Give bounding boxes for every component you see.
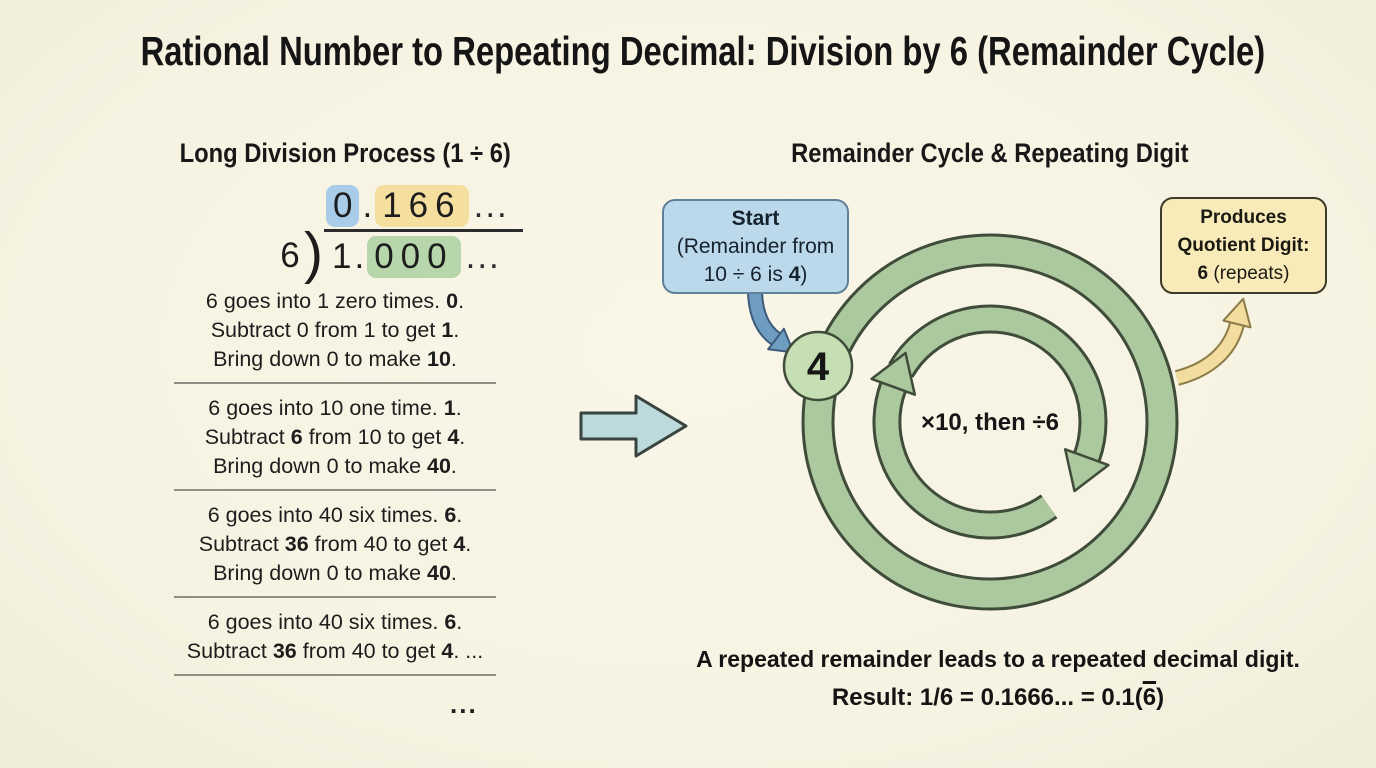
cycle-arrow-top: [890, 307, 1105, 462]
start-arrowhead-icon: [767, 327, 795, 354]
quotient-ellipsis: ...: [473, 186, 509, 225]
dividend-row: 6 ) 1 . 000 ...: [277, 221, 523, 285]
step-line: Subtract 36 from 40 to get 4.: [198, 532, 472, 556]
page-title-text: Rational Number to Repeating Decimal: Di…: [140, 28, 1266, 74]
steps-footer-ellipsis: ...: [450, 689, 478, 719]
dividend-zero-digits: 000: [367, 236, 461, 278]
page-title: Rational Number to Repeating Decimal: Di…: [0, 28, 1376, 75]
start-box-line: 10 ÷ 6 is 4): [703, 262, 808, 286]
step-divider: [174, 489, 496, 491]
step-block: 6 goes into 40 six times. 6. Subtract 36…: [162, 501, 508, 588]
cycle-arrow-bottom: [875, 382, 1056, 537]
dividend-decimal-point: .: [354, 237, 365, 276]
flow-arrow-icon: [579, 394, 688, 458]
produces-box-line: Quotient Digit:: [1177, 234, 1310, 256]
quotient-repeating-digits: 166: [375, 185, 469, 227]
step-line: 6 goes into 10 one time. 1.: [208, 396, 462, 420]
step-line: Subtract 6 from 10 to get 4.: [204, 425, 466, 449]
cycle-arrowhead-right-icon: [1063, 448, 1110, 493]
step-line: Bring down 0 to make 10.: [213, 347, 457, 371]
remainder-cycle-diagram: 4 ×10, then ÷6: [579, 233, 1252, 611]
dividend-integer-digit: 1: [331, 237, 352, 276]
start-box-title: Start: [731, 206, 780, 230]
division-steps: 6 goes into 1 zero times. 0. Subtract 0 …: [162, 287, 508, 686]
start-box-line: (Remainder from: [676, 234, 835, 258]
step-block: 6 goes into 40 six times. 6. Subtract 36…: [162, 608, 508, 666]
step-line: Bring down 0 to make 40.: [213, 454, 457, 478]
left-section-heading: Long Division Process (1 ÷ 6): [179, 138, 511, 168]
step-divider: [174, 382, 496, 384]
step-line: Bring down 0 to make 40.: [213, 561, 457, 585]
start-box: Start (Remainder from 10 ÷ 6 is 4): [662, 199, 849, 294]
dividend-ellipsis: ...: [465, 237, 501, 276]
step-line: Subtract 36 from 40 to get 4. ...: [186, 639, 484, 663]
remainder-node: [782, 330, 854, 402]
outer-ring: [804, 236, 1176, 608]
step-divider: [174, 674, 496, 676]
remainder-node-value: 4: [807, 345, 830, 389]
quotient-integer-digit: 0: [326, 185, 360, 227]
start-arrow-icon: [749, 292, 780, 344]
right-section-heading: Remainder Cycle & Repeating Digit: [791, 138, 1189, 168]
conclusion-line: A repeated remainder leads to a repeated…: [696, 646, 1300, 672]
step-line: 6 goes into 40 six times. 6.: [207, 610, 463, 634]
step-line: Subtract 0 from 1 to get 1.: [210, 318, 460, 342]
produces-box-line: 6 (repeats): [1197, 262, 1290, 284]
step-divider: [174, 596, 496, 598]
step-block: 6 goes into 10 one time. 1. Subtract 6 f…: [162, 394, 508, 481]
cycle-arrowhead-left-icon: [870, 351, 917, 396]
division-bracket: ): [304, 221, 323, 285]
quotient-decimal-point: .: [362, 186, 373, 225]
divisor: 6: [280, 236, 300, 275]
produces-arrowhead-icon: [1222, 297, 1252, 329]
conclusion: A repeated remainder leads to a repeated…: [620, 646, 1376, 712]
produces-box-title: Produces: [1200, 206, 1287, 228]
cycle-operation-label: ×10, then ÷6: [921, 409, 1059, 436]
step-line: 6 goes into 40 six times. 6.: [207, 503, 463, 527]
dividend: 1 . 000 ...: [323, 229, 523, 282]
step-line: 6 goes into 1 zero times. 0.: [205, 289, 465, 313]
produces-arrow-icon: [1175, 322, 1243, 384]
long-division: 0 . 166 ... 6 ) 1 . 000 ...: [277, 183, 523, 282]
step-block: 6 goes into 1 zero times. 0. Subtract 0 …: [162, 287, 508, 374]
result-line: Result: 1/6 = 0.1666... = 0.1(6): [831, 684, 1165, 711]
quotient-row: 0 . 166 ...: [326, 183, 523, 229]
produces-box: Produces Quotient Digit: 6 (repeats): [1160, 197, 1327, 294]
